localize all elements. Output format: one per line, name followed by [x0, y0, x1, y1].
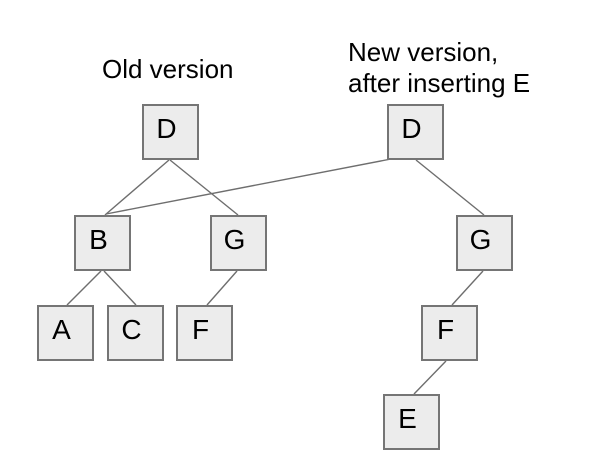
edge-old-B-to-old-C: [103, 270, 137, 306]
node-new-G: G: [456, 215, 513, 271]
node-label-new-D: D: [401, 113, 422, 144]
node-label-old-G: G: [223, 224, 246, 255]
node-label-new-E: E: [398, 403, 417, 434]
node-old-F: F: [176, 305, 233, 361]
old-version-title: Old version: [102, 54, 234, 84]
edge-old-B-to-old-A: [66, 270, 102, 306]
edge-new-G-to-new-F: [451, 270, 484, 306]
new-version-title-line2: after inserting E: [348, 68, 531, 98]
edge-old-D-to-old-G: [169, 159, 239, 216]
new-version-title: New version, after inserting E: [348, 37, 530, 99]
node-label-old-A: A: [52, 314, 71, 345]
node-new-D: D: [387, 104, 444, 160]
edge-new-F-to-new-E: [413, 360, 447, 395]
node-old-D: D: [142, 104, 199, 160]
edge-old-D-to-old-B: [104, 159, 170, 216]
node-old-B: B: [74, 215, 131, 271]
edge-old-G-to-old-F: [206, 270, 238, 306]
node-label-old-D: D: [156, 113, 177, 144]
node-label-old-B: B: [89, 224, 108, 255]
node-label-new-F: F: [436, 314, 455, 345]
edge-new-D-to-old-B: [105, 158, 392, 215]
new-version-title-line1: New version,: [348, 37, 499, 67]
node-new-F: F: [421, 305, 478, 361]
edge-new-D-to-new-G: [415, 159, 485, 216]
node-new-E: E: [383, 394, 440, 450]
node-label-old-C: C: [121, 314, 142, 345]
node-old-G: G: [210, 215, 267, 271]
node-old-C: C: [107, 305, 164, 361]
node-label-new-G: G: [469, 224, 492, 255]
node-old-A: A: [37, 305, 94, 361]
node-label-old-F: F: [191, 314, 210, 345]
